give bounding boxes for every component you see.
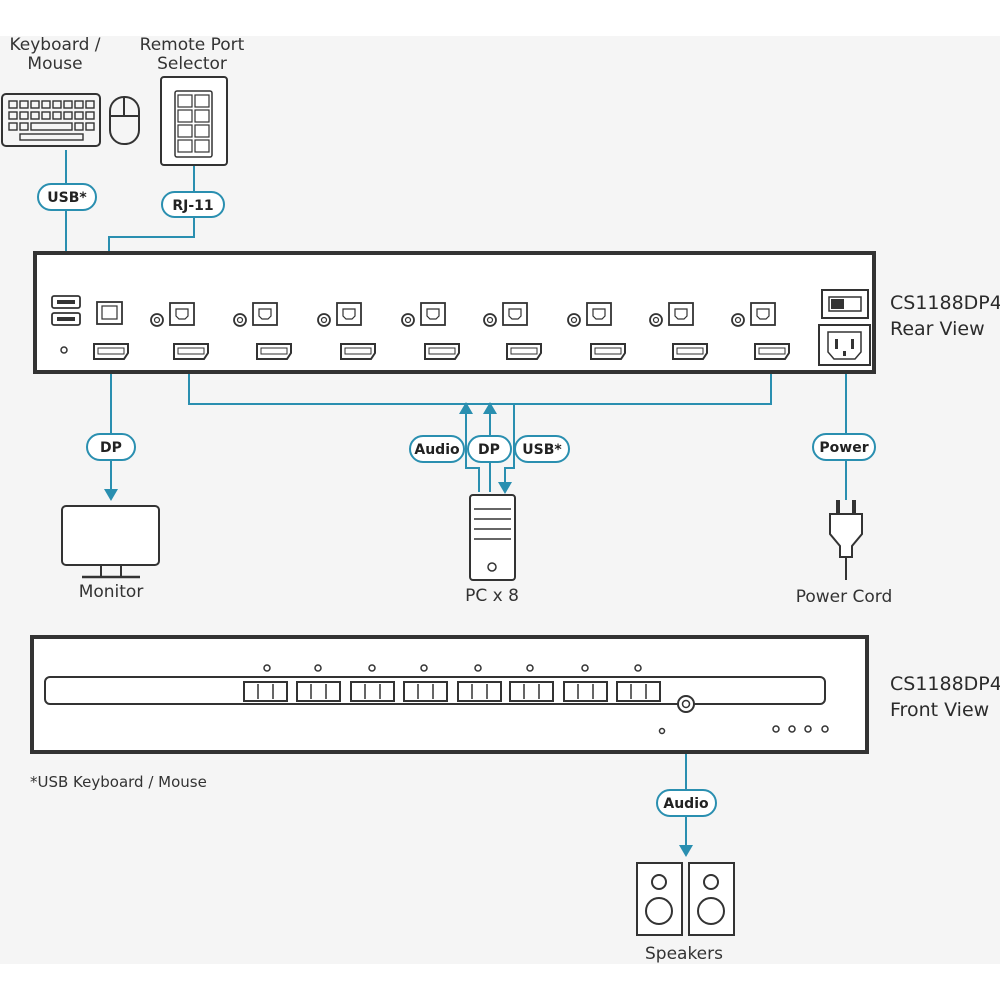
pill-usb-keyboard-label: USB* [47, 190, 87, 206]
pill-usb-pc-label: USB* [522, 442, 562, 458]
monitor-label: Monitor [79, 582, 144, 602]
pc-port-8 [731, 302, 790, 360]
arrow-usb-pc [498, 482, 512, 494]
port-button-6 [509, 681, 554, 702]
port-button-4 [403, 681, 448, 702]
audio-jack [677, 695, 695, 713]
port-button-5 [457, 681, 502, 702]
front-model-label: CS1188DP4 [890, 673, 1000, 695]
pill-rj11-label: RJ-11 [172, 198, 213, 214]
cable-audio-pc [465, 412, 480, 492]
pill-audio-pc: Audio [409, 435, 465, 463]
remote-port-selector-icon [160, 76, 228, 166]
front-view-label: Front View [890, 699, 989, 721]
remote-label-line2: Selector [157, 54, 227, 74]
pill-audio-speakers-label: Audio [663, 796, 709, 812]
keyboard-label-line2: Mouse [27, 54, 82, 74]
pc-port-3 [317, 302, 376, 360]
reset-hole [60, 346, 68, 354]
arrow-audio-speakers [679, 845, 693, 857]
pill-dp-monitor: DP [86, 433, 136, 461]
pc-label: PC x 8 [465, 586, 519, 606]
pc-port-7 [649, 302, 708, 360]
power-switch [821, 289, 869, 319]
mouse-icon [109, 96, 140, 145]
pc-port-2 [233, 302, 292, 360]
monitor-icon [61, 505, 160, 579]
rear-usb-ports [51, 295, 81, 326]
pill-rj11: RJ-11 [161, 191, 225, 218]
speakers-icon [636, 862, 735, 936]
keyboard-icon [1, 93, 101, 147]
power-socket [818, 324, 871, 366]
port-button-8 [616, 681, 661, 702]
pc-port-6 [567, 302, 626, 360]
pc-tower-icon [469, 494, 516, 581]
front-panel [30, 635, 869, 754]
pill-dp-pc-label: DP [478, 442, 500, 458]
rear-view-label: Rear View [890, 318, 985, 340]
pill-power: Power [812, 433, 876, 461]
pill-audio-pc-label: Audio [414, 442, 460, 458]
pill-usb-pc: USB* [514, 435, 570, 463]
keyboard-label-line1: Keyboard / [9, 35, 100, 55]
power-plug-icon [829, 500, 863, 580]
cable-usb-pc [504, 404, 515, 484]
pc-port-5 [483, 302, 542, 360]
power-cord-label: Power Cord [796, 587, 893, 607]
pill-dp-pc: DP [467, 435, 512, 463]
pc-port-4 [401, 302, 460, 360]
pill-power-label: Power [819, 440, 868, 456]
arrow-audio-pc [459, 402, 473, 414]
rj11-port [96, 301, 123, 325]
remote-label-line1: Remote Port [140, 35, 245, 55]
pc-port-1 [150, 302, 209, 360]
port-selection-buttons [243, 681, 661, 702]
pill-dp-monitor-label: DP [100, 440, 122, 456]
speakers-label: Speakers [645, 944, 723, 964]
port-button-3 [350, 681, 395, 702]
arrow-dp-pc [483, 402, 497, 414]
console-dp-port [93, 343, 129, 360]
pill-usb-keyboard: USB* [37, 183, 97, 211]
front-led [658, 727, 666, 735]
port-leds [263, 664, 642, 672]
cable-pc-bus [188, 365, 772, 405]
pill-audio-speakers: Audio [656, 789, 717, 817]
arrow-dp-monitor [104, 489, 118, 501]
status-leds [772, 725, 829, 733]
rear-model-label: CS1188DP4 [890, 292, 1000, 314]
port-button-1 [243, 681, 288, 702]
rear-panel [33, 251, 876, 374]
footnote: *USB Keyboard / Mouse [30, 773, 207, 791]
port-button-7 [563, 681, 608, 702]
port-button-2 [296, 681, 341, 702]
